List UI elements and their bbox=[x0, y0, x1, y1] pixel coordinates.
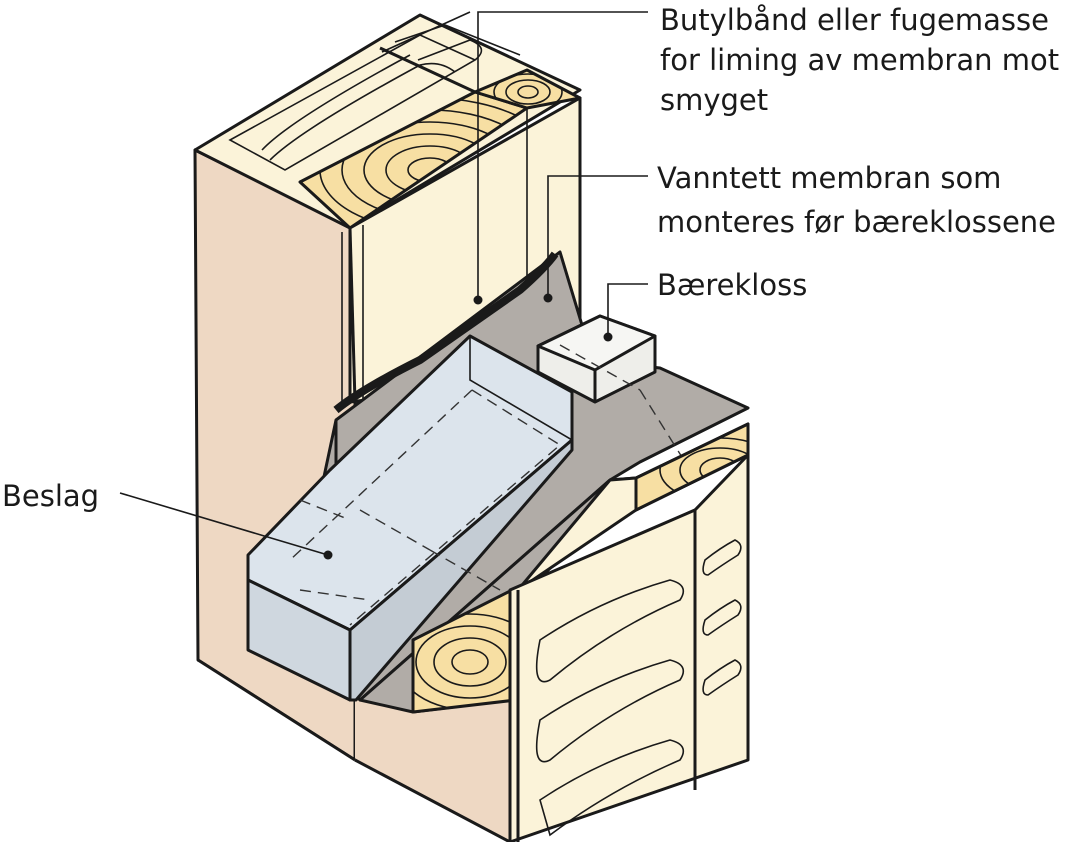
svg-text:monteres før bæreklossene: monteres før bæreklossene bbox=[657, 205, 1056, 239]
support-block bbox=[536, 314, 657, 404]
svg-text:Butylbånd eller fugemasse: Butylbånd eller fugemasse bbox=[660, 3, 1049, 37]
wall-right-face bbox=[508, 453, 750, 842]
label-support-block: Bærekloss bbox=[657, 268, 807, 302]
leader-lines bbox=[119, 11, 648, 560]
svg-text:smyget: smyget bbox=[660, 83, 768, 117]
svg-text:for liming av membran mot: for liming av membran mot bbox=[660, 43, 1059, 77]
label-waterproof-membrane: Vanntett membran som monteres før bærekl… bbox=[657, 161, 1056, 239]
label-butyl-tape: Butylbånd eller fugemasse for liming av … bbox=[660, 3, 1059, 117]
label-flashing: Beslag bbox=[2, 479, 99, 513]
svg-text:Vanntett membran som: Vanntett membran som bbox=[657, 161, 1001, 195]
